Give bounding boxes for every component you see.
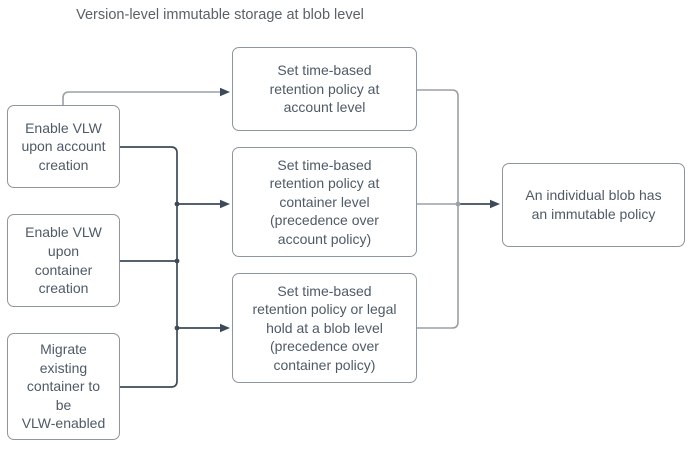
node-migrate-existing-container: Migrate existing container to be VLW-ena… bbox=[7, 333, 120, 440]
edge-l1-top-to-m1 bbox=[62, 91, 220, 105]
edge-right-trunk bbox=[417, 89, 459, 329]
node-individual-blob-immutable-policy: An individual blob has an immutable poli… bbox=[502, 163, 685, 247]
junction-dot bbox=[174, 258, 180, 264]
arrowhead-into-r1 bbox=[490, 199, 500, 209]
junction-dot bbox=[455, 201, 461, 207]
junction-dot bbox=[174, 325, 180, 331]
arrowhead-into-m3 bbox=[220, 323, 230, 333]
node-enable-vlw-container-creation: Enable VLW upon container creation bbox=[7, 214, 120, 307]
node-retention-policy-container-level: Set time-based retention policy at conta… bbox=[232, 147, 417, 257]
edge-left-trunk bbox=[120, 146, 178, 388]
arrowhead-into-m1 bbox=[220, 87, 230, 97]
node-enable-vlw-account-creation: Enable VLW upon account creation bbox=[7, 105, 120, 188]
node-retention-policy-account-level: Set time-based retention policy at accou… bbox=[232, 47, 417, 131]
diagram-title: Version-level immutable storage at blob … bbox=[76, 7, 364, 23]
arrowhead-into-m2 bbox=[220, 199, 230, 209]
junction-dot bbox=[174, 201, 180, 207]
node-retention-policy-blob-level: Set time-based retention policy or legal… bbox=[232, 273, 417, 383]
